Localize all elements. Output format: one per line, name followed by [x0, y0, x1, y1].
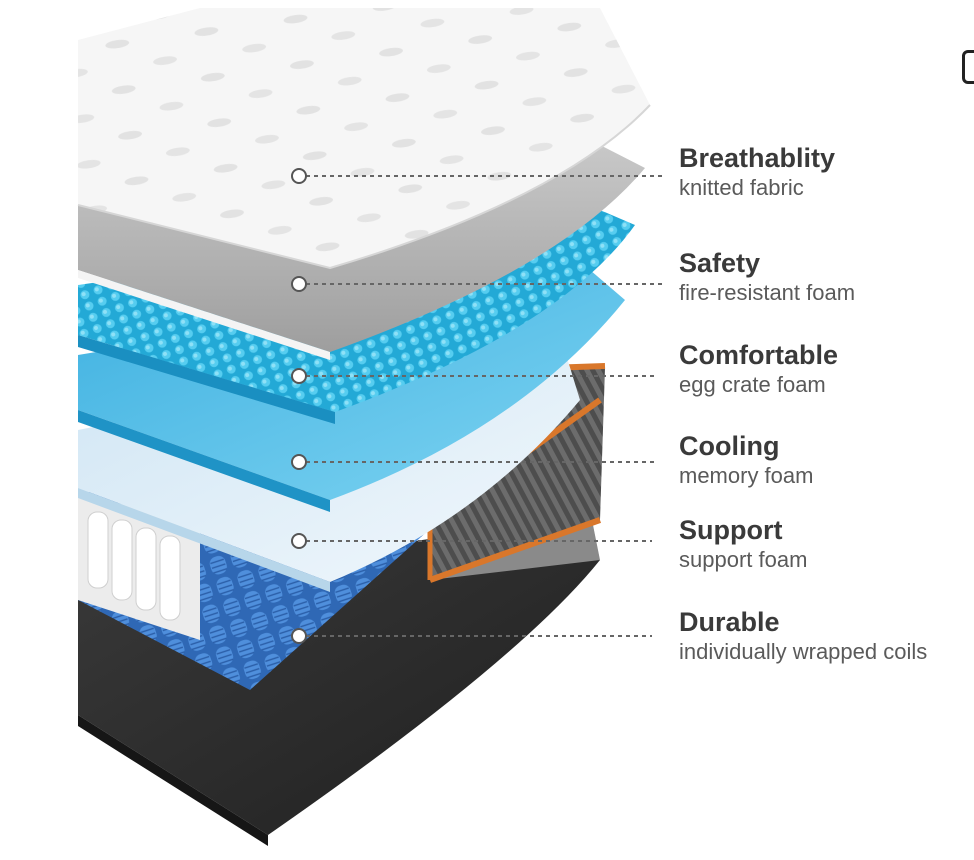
layer-title: Support	[679, 515, 783, 545]
layer-title: Breathablity	[679, 143, 836, 173]
callout-dot-4	[291, 454, 307, 470]
layer-subtitle: memory foam	[679, 463, 814, 488]
fabric-layer	[77, 8, 651, 270]
layer-label-cooling: Cooling memory foam	[679, 430, 813, 489]
callout-dot-2	[291, 276, 307, 292]
layer-label-durable: Durable individually wrapped coils	[679, 606, 929, 665]
layer-label-support: Support support foam	[679, 514, 807, 573]
layer-subtitle: knitted fabric	[679, 175, 804, 200]
edge-tab	[962, 50, 974, 84]
layer-label-breathability: Breathablity knitted fabric	[679, 142, 835, 201]
layer-title: Cooling	[679, 431, 780, 461]
layer-title: Durable	[679, 607, 780, 637]
callout-dot-3	[291, 368, 307, 384]
leader-dots	[291, 168, 307, 644]
callout-dot-5	[291, 533, 307, 549]
layer-label-safety: Safety fire-resistant foam	[679, 247, 855, 306]
layer-title: Safety	[679, 248, 761, 278]
layer-subtitle: support foam	[679, 547, 808, 572]
leader-lines	[306, 175, 666, 637]
callout-dot-1	[291, 168, 307, 184]
layer-subtitle: fire-resistant foam	[679, 280, 856, 305]
layer-subtitle: individually wrapped coils	[679, 639, 928, 664]
callout-dot-6	[291, 628, 307, 644]
layer-title: Comfortable	[679, 340, 839, 370]
layer-label-comfortable: Comfortable egg crate foam	[679, 339, 838, 398]
layer-subtitle: egg crate foam	[679, 372, 826, 397]
